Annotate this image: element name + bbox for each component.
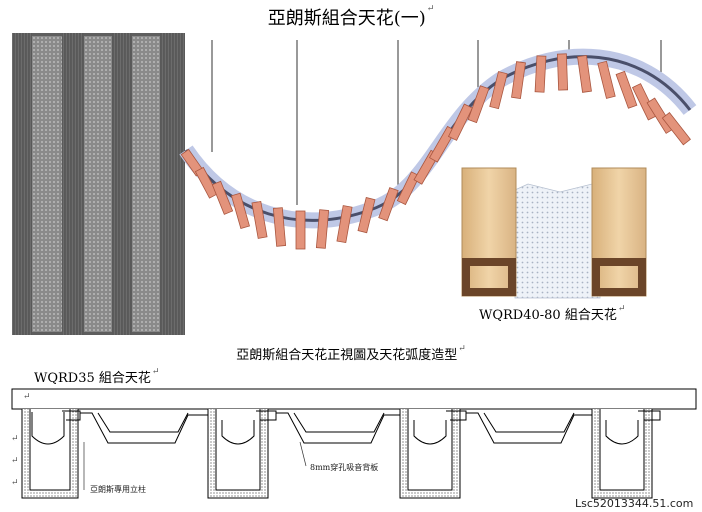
paragraph-mark-icon: ↵ (11, 456, 19, 466)
site-watermark: Lsc52013344.51.com (575, 497, 694, 510)
paragraph-mark-icon: ↵ (11, 434, 19, 444)
product-closeup-photo (455, 152, 666, 302)
model-label-text: WQRD35 組合天花 (34, 371, 151, 386)
model-label: WQRD35 組合天花↵ (34, 367, 159, 386)
callout-post: 亞朗斯專用立柱 (90, 485, 146, 494)
wave-ceiling-photo (179, 40, 697, 250)
callout-backing: 8mm穿孔吸音背板 (310, 463, 379, 472)
paragraph-mark-icon: ↵ (617, 304, 626, 314)
paragraph-mark-icon: ↵ (426, 4, 435, 14)
paragraph-mark-icon: ↵ (151, 367, 160, 377)
drawing-heading-text: 亞朗斯組合天花正視圖及天花弧度造型 (236, 348, 458, 363)
page-title: 亞朗斯組合天花(一)↵ (0, 4, 702, 30)
product-caption: WQRD40-80 組合天花↵ (479, 304, 625, 323)
paragraph-mark-icon: ↵ (458, 344, 466, 354)
product-caption-text: WQRD40-80 組合天花 (479, 308, 617, 323)
section-drawing (11, 388, 697, 499)
page-title-text: 亞朗斯組合天花(一) (267, 8, 426, 29)
paragraph-mark-icon: ↵ (23, 392, 31, 402)
ribbed-panel-photo (12, 33, 185, 335)
paragraph-mark-icon: ↵ (11, 478, 19, 488)
drawing-heading: 亞朗斯組合天花正視圖及天花弧度造型↵ (0, 344, 702, 363)
